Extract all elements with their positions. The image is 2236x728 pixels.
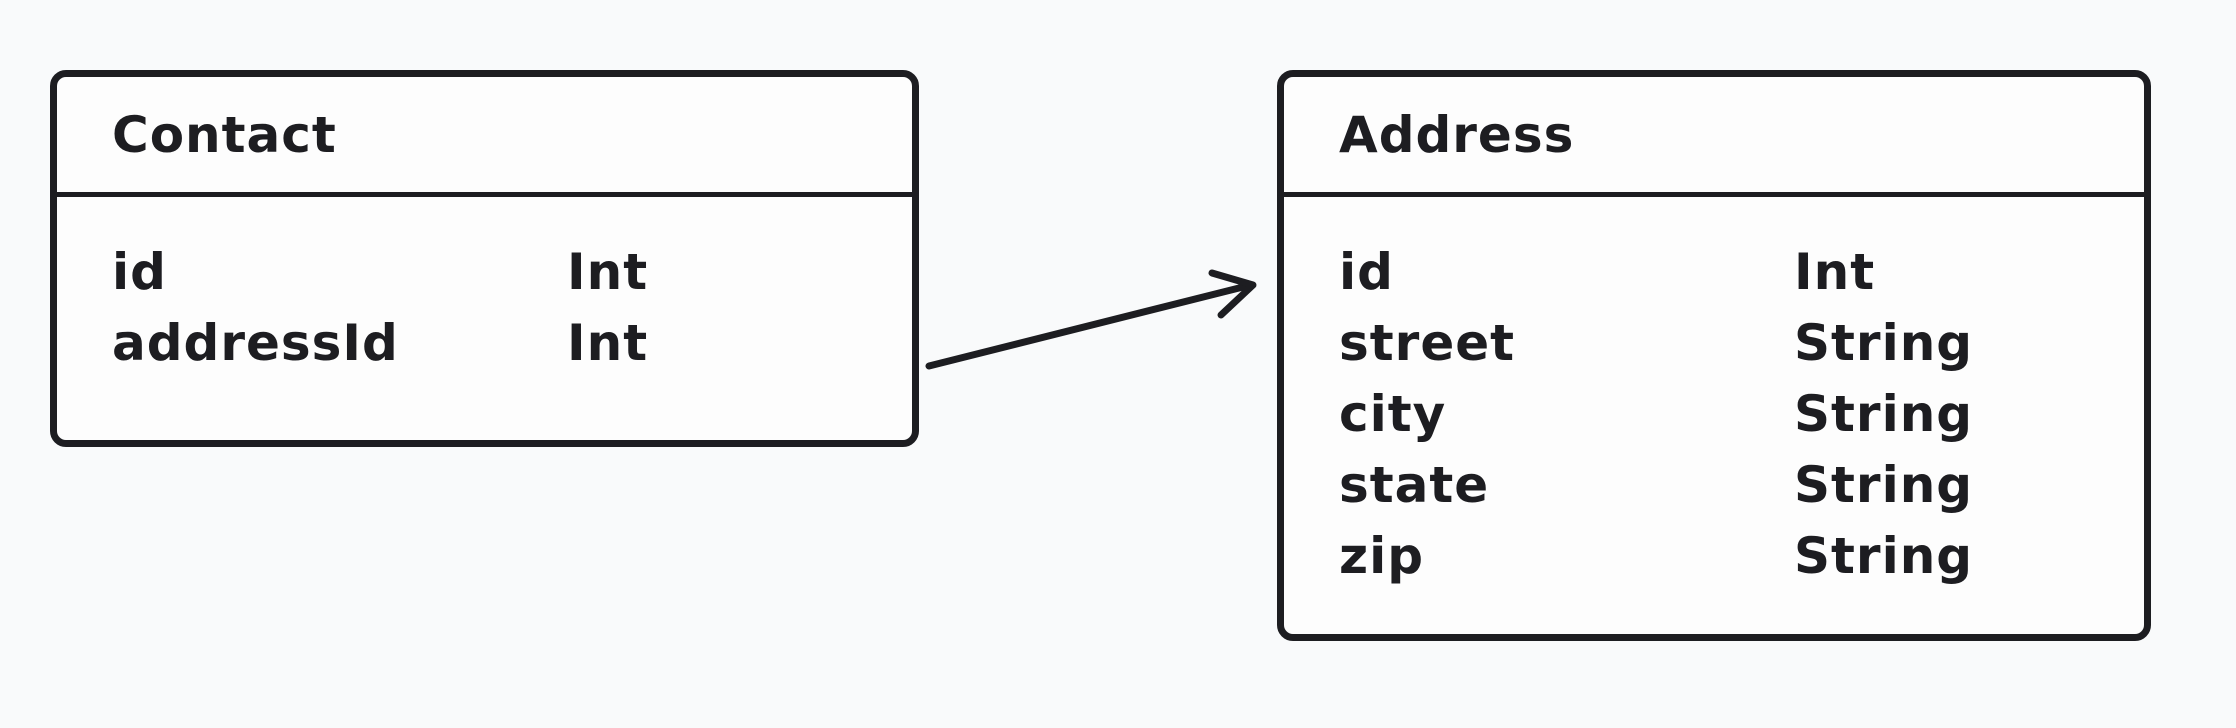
field-type: String xyxy=(1794,526,1974,585)
field-name: id xyxy=(1339,242,1394,301)
entity-title: Address xyxy=(1284,77,2144,197)
field-type: String xyxy=(1794,313,1974,372)
field-name: id xyxy=(112,242,167,301)
field-type: Int xyxy=(567,242,649,301)
field-row: state String xyxy=(1284,449,2144,520)
field-name: city xyxy=(1339,384,1447,443)
field-name: state xyxy=(1339,455,1490,514)
entity-address[interactable]: Address id Int street String city String… xyxy=(1277,70,2151,641)
field-name: addressId xyxy=(112,313,399,372)
relation-arrow-shaft[interactable] xyxy=(925,281,1255,370)
field-type: Int xyxy=(567,313,649,372)
field-row: id Int xyxy=(1284,236,2144,307)
field-name: zip xyxy=(1339,526,1425,585)
entity-title: Contact xyxy=(57,77,912,197)
field-type: Int xyxy=(1794,242,1876,301)
field-type: String xyxy=(1794,455,1974,514)
field-row: zip String xyxy=(1284,520,2144,591)
entity-contact[interactable]: Contact id Int addressId Int xyxy=(50,70,919,447)
field-name: street xyxy=(1339,313,1516,372)
field-row: addressId Int xyxy=(57,307,912,378)
field-row: city String xyxy=(1284,378,2144,449)
field-row: id Int xyxy=(57,236,912,307)
entity-field-list: id Int street String city String state S… xyxy=(1284,197,2144,591)
field-type: String xyxy=(1794,384,1974,443)
entity-field-list: id Int addressId Int xyxy=(57,197,912,378)
field-row: street String xyxy=(1284,307,2144,378)
relation-arrowhead-icon xyxy=(1208,269,1257,319)
